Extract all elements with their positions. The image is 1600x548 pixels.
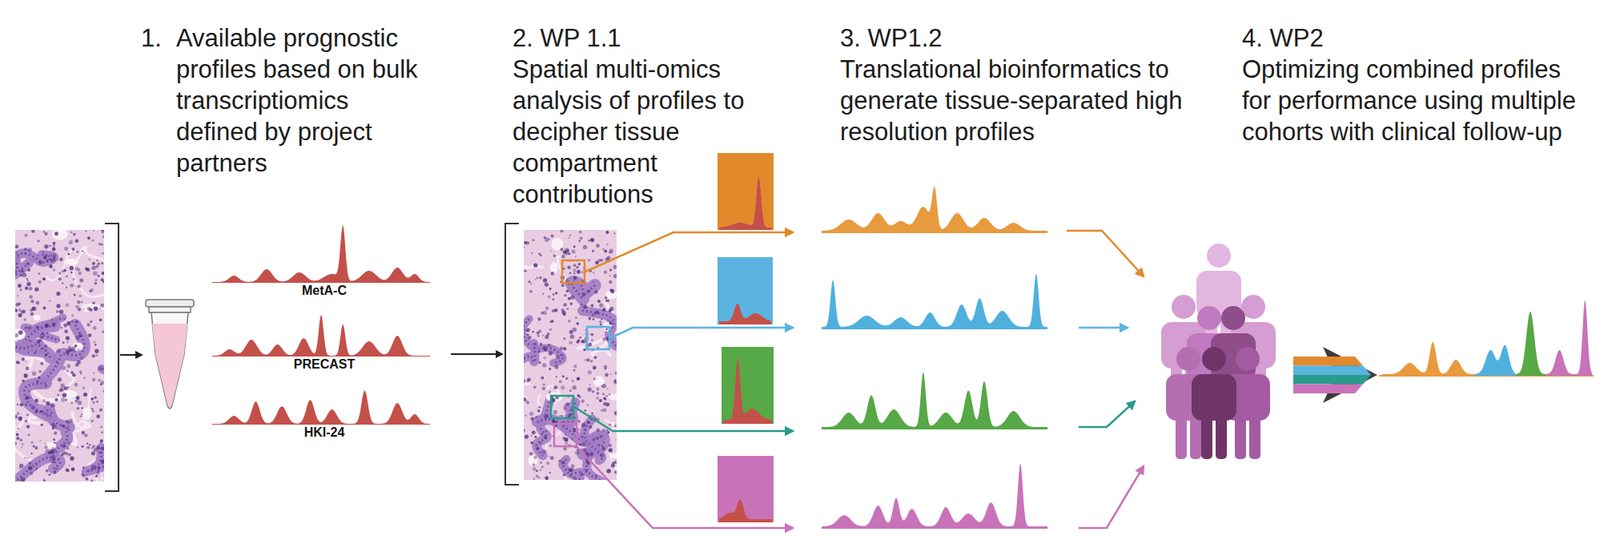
compartment-profile: [821, 372, 1135, 429]
step-description: Available prognostic profiles based on b…: [176, 22, 425, 179]
profile-node: HKI-24: [212, 382, 437, 441]
profile-curve: [212, 220, 431, 283]
bracket: [104, 223, 119, 491]
tissue-image: [523, 229, 617, 480]
step-number: 1.: [140, 22, 173, 54]
bracket: [505, 223, 519, 485]
compartment-extraction: [586, 257, 793, 350]
profile-name: MetA-C: [212, 282, 437, 299]
step-heading: 2. WP 1.1: [512, 22, 777, 54]
profile-name: HKI-24: [212, 424, 437, 441]
compartment-profile: [821, 186, 1144, 277]
profile-node: MetA-C: [212, 220, 437, 299]
step-heading: 3. WP1.2: [840, 22, 1217, 54]
step-description: Spatial multi-omics analysis of profiles…: [512, 53, 753, 210]
tissue-image: [15, 229, 105, 482]
combined-profile: [1378, 300, 1594, 376]
sample-tube: [145, 299, 194, 409]
patient-cohort: [1161, 243, 1276, 459]
compartment-extraction: [550, 346, 793, 431]
step-heading: 4. WP2: [1242, 22, 1579, 54]
arrow: [120, 353, 142, 356]
arrow: [450, 353, 503, 355]
compartment-profile: [821, 463, 1144, 528]
profile-curve: [212, 382, 431, 425]
profile-node: PRECAST: [212, 304, 437, 373]
combine-arrow: [1293, 346, 1378, 403]
profile-name: PRECAST: [212, 356, 437, 373]
profile-curve: [212, 304, 431, 357]
step-description: Optimizing combined profiles for perform…: [1242, 53, 1579, 148]
step-description: Translational bioinformatics to generate…: [840, 53, 1217, 148]
compartment-extraction: [554, 423, 793, 528]
compartment-profile: [821, 273, 1128, 329]
